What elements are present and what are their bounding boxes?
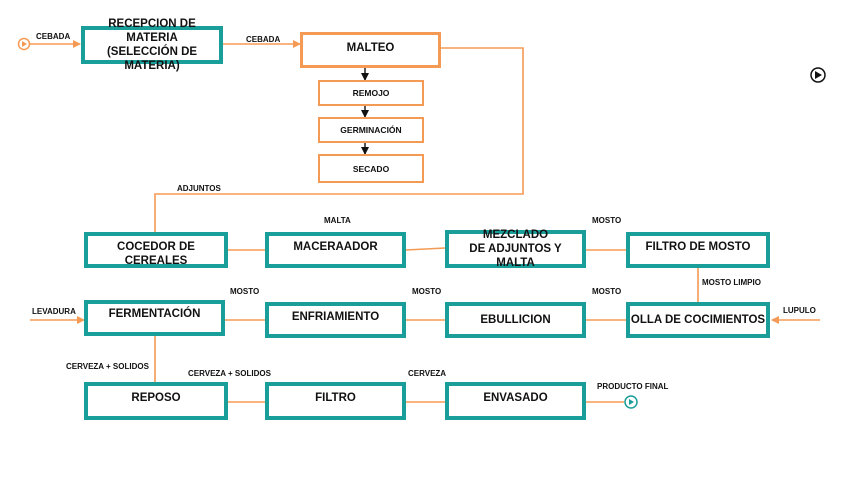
label-cebada-mid: CEBADA [246,35,281,44]
box-mezclado: MEZCLADO DE ADJUNTOS Y MALTA [445,229,586,269]
label-malta: MALTA [324,216,351,225]
line-maceraador-mezclado [405,247,446,251]
box-olla: OLLA DE COCIMIENTOS [626,302,770,338]
box-remojo: REMOJO [318,80,424,106]
box-reposo: REPOSO [84,382,228,420]
label-lupulo: LUPULO [783,306,816,315]
line-malteo-adjuntos [154,47,524,232]
label-cerveza: CERVEZA [408,369,447,378]
end-play-icon [624,395,638,409]
box-malteo: MALTEO [300,32,441,68]
box-filtro-mosto: FILTRO DE MOSTO [626,232,770,268]
label-levadura: LEVADURA [32,307,76,316]
label-mosto-2: MOSTO [412,287,442,296]
box-cocedor: COCEDOR DE CEREALES [84,232,228,268]
label-mosto-top: MOSTO [592,216,622,225]
box-enfriamiento: ENFRIAMIENTO [265,302,406,338]
label-mosto-3: MOSTO [592,287,622,296]
label-cerveza-solidos-2: CERVEZA + SOLIDOS [188,369,271,378]
box-filtro: FILTRO [265,382,406,420]
label-mosto-1: MOSTO [230,287,260,296]
label-producto-final: PRODUCTO FINAL [597,382,669,391]
label-cerveza-solidos-1: CERVEZA + SOLIDOS [66,362,149,371]
box-recepcion: RECEPCION DE MATERIA (SELECCIÓN DE MATER… [81,18,223,72]
box-germinacion: GERMINACIÓN [318,117,424,143]
start-play-icon [17,37,31,51]
label-adjuntos: ADJUNTOS [177,184,221,193]
label-cebada-in: CEBADA [36,32,71,41]
box-ebullicion: EBULLICION [445,302,586,338]
box-envasado: ENVASADO [445,382,586,420]
box-maceraador: MACERAADOR [265,232,406,268]
box-secado: SECADO [318,154,424,183]
box-fermentacion: FERMENTACIÓN [84,300,225,336]
corner-play-icon [810,67,826,83]
label-mosto-limpio: MOSTO LIMPIO [702,278,761,287]
